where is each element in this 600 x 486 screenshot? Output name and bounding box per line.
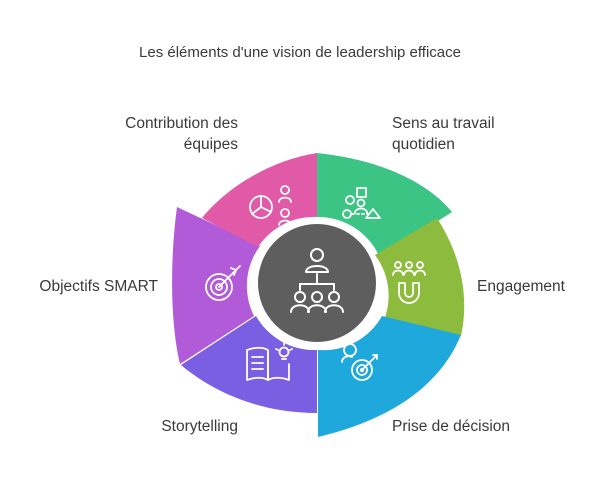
label-storytelling: Storytelling — [161, 418, 238, 435]
person-target-icon — [341, 343, 378, 381]
pie-chart-people-icon — [249, 185, 292, 226]
label-decision: Prise de décision — [392, 418, 511, 435]
segment-engagement[interactable] — [375, 218, 465, 336]
team-magnet-icon — [392, 261, 426, 304]
shapes-person-icon — [342, 187, 381, 219]
label-contribution: Contribution des équipes — [125, 115, 238, 153]
label-sens: Sens au travail quotidien — [392, 115, 495, 153]
leader-team-icon — [290, 248, 344, 313]
segment-contribution[interactable] — [202, 153, 317, 247]
diagram-title: Les éléments d'une vision de leadership … — [139, 44, 461, 61]
open-book-idea-icon — [246, 342, 293, 381]
label-engagement: Engagement — [477, 278, 565, 295]
target-arrow-icon — [205, 265, 241, 301]
label-smart: Objectifs SMART — [39, 278, 158, 295]
segment-storytelling[interactable] — [181, 316, 317, 413]
